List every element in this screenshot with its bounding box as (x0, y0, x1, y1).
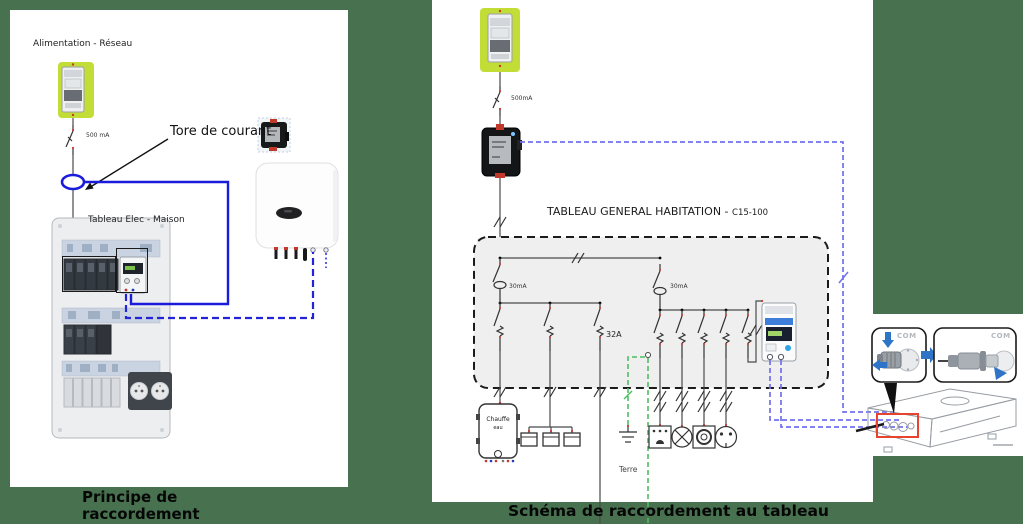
com-connector-step1 (871, 327, 927, 383)
com-label-step2: COM (991, 332, 1011, 340)
utility-meter-icon-right (480, 8, 520, 72)
com-port-highlight (876, 413, 919, 438)
rcd-right-rating: 30mA (670, 283, 688, 290)
circuit-drops-left (493, 350, 607, 524)
ct-callout-arrow (85, 138, 169, 190)
inverter-com-terminal (310, 247, 316, 253)
right-caption: Schéma de raccordement au tableau (508, 502, 829, 520)
circuit-drops-right (653, 356, 733, 427)
left-caption: Principe de raccordement (82, 489, 200, 522)
inverter-dc-connectors (274, 247, 298, 259)
meter-feed-wire (747, 299, 764, 363)
rcd-left-rating: 30mA (509, 283, 527, 290)
ct-signal-wire-solid (84, 180, 230, 306)
earth-icon (619, 427, 637, 443)
left-caption-line1: Principe de (82, 488, 178, 506)
left-caption-line2: raccordement (82, 504, 200, 523)
arrow-down-icon (882, 332, 894, 348)
cooker-breaker-rating: 32A (606, 330, 622, 339)
tableau-title: TABLEAU GENERAL HABITATION - C15-100 (547, 205, 769, 218)
ct-signal-wire-dashed (124, 252, 315, 320)
oven-icon (648, 423, 672, 449)
board-sockets (128, 372, 172, 410)
current-transformer-photo (257, 117, 291, 153)
radiators-icon (520, 426, 581, 447)
left-principle-diagram (51, 62, 339, 439)
house-board-label: Tableau Elec - Maison (88, 215, 185, 225)
com-connector-step2 (933, 327, 1017, 383)
board-row3-breakers (63, 377, 121, 408)
left-main-breaker-rating: 500 mA (86, 132, 110, 139)
socket-icon (714, 423, 738, 449)
earth-label: Terre (619, 465, 638, 474)
water-heater-icon (476, 401, 520, 463)
right-main-breaker-rating: 500mA (511, 95, 533, 102)
board-row1-breakers (63, 258, 119, 291)
water-heater-label1: Chauffe (486, 416, 510, 423)
tableau-title-text: TABLEAU GENERAL HABITATION - (547, 205, 729, 218)
tableau-general-outline (473, 236, 829, 389)
callout-pointer (884, 383, 897, 414)
ct-label: Tore de courant (170, 124, 272, 139)
din-energy-meter-icon (761, 302, 797, 362)
arrow-left-icon (872, 359, 887, 371)
inverter-icon (255, 162, 339, 268)
com-label-step1: COM (897, 332, 917, 340)
arrow-down-right-icon (994, 367, 1007, 380)
earth-wiring (619, 352, 651, 524)
step-arrow-icon (921, 347, 937, 363)
distribution-board-photo (51, 217, 172, 439)
water-heater-label2: eau (493, 425, 503, 431)
com-cable (855, 422, 885, 433)
current-transformer-device (481, 124, 522, 178)
lamp-icon (671, 424, 693, 448)
supply-label: Alimentation - Réseau (33, 39, 133, 49)
inverter-antenna (303, 248, 307, 261)
board-energy-meter-module (119, 256, 147, 294)
inverter-3d-drawing (855, 383, 1017, 453)
utility-meter-icon (58, 62, 94, 118)
board-row2-breakers (63, 324, 112, 355)
tableau-title-code: C15-100 (732, 208, 769, 218)
